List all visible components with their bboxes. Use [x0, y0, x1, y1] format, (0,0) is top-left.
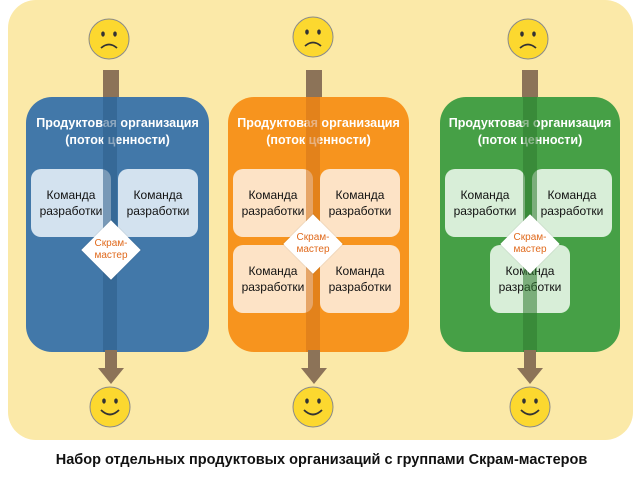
scrum-master: Скрам-мастер: [283, 214, 343, 274]
arrow-head-icon: [517, 368, 543, 384]
scrum-master: Скрам-мастер: [81, 220, 141, 280]
arrow-head-icon: [301, 368, 327, 384]
sad-face-icon: [88, 18, 130, 60]
value-stream-arrow-top: [306, 70, 322, 100]
value-stream-arrow-top: [522, 70, 538, 100]
org-title-line: Продуктовая организация: [36, 116, 199, 130]
happy-face-icon: [89, 386, 131, 428]
org-title-subline: (поток ценности): [65, 133, 170, 147]
product-organization-blue: Продуктовая организация (поток ценности)…: [26, 97, 209, 352]
happy-face-icon: [509, 386, 551, 428]
value-stream-arrow-bottom: [308, 350, 320, 372]
value-stream-arrow-bottom: [105, 350, 117, 372]
sad-face-icon: [292, 16, 334, 58]
scrum-master: Скрам-мастер: [500, 214, 560, 274]
org-title: Продуктовая организация (поток ценности): [26, 115, 209, 149]
sad-face-icon: [507, 18, 549, 60]
diagram-caption: Набор отдельных продуктовых организаций …: [55, 452, 588, 468]
arrow-head-icon: [98, 368, 124, 384]
value-stream-arrow-bottom: [524, 350, 536, 372]
product-organization-orange: Продуктовая организация (поток ценности)…: [228, 97, 409, 352]
product-organization-green: Продуктовая организация (поток ценности)…: [440, 97, 620, 352]
happy-face-icon: [292, 386, 334, 428]
value-stream-arrow-top: [103, 70, 119, 100]
